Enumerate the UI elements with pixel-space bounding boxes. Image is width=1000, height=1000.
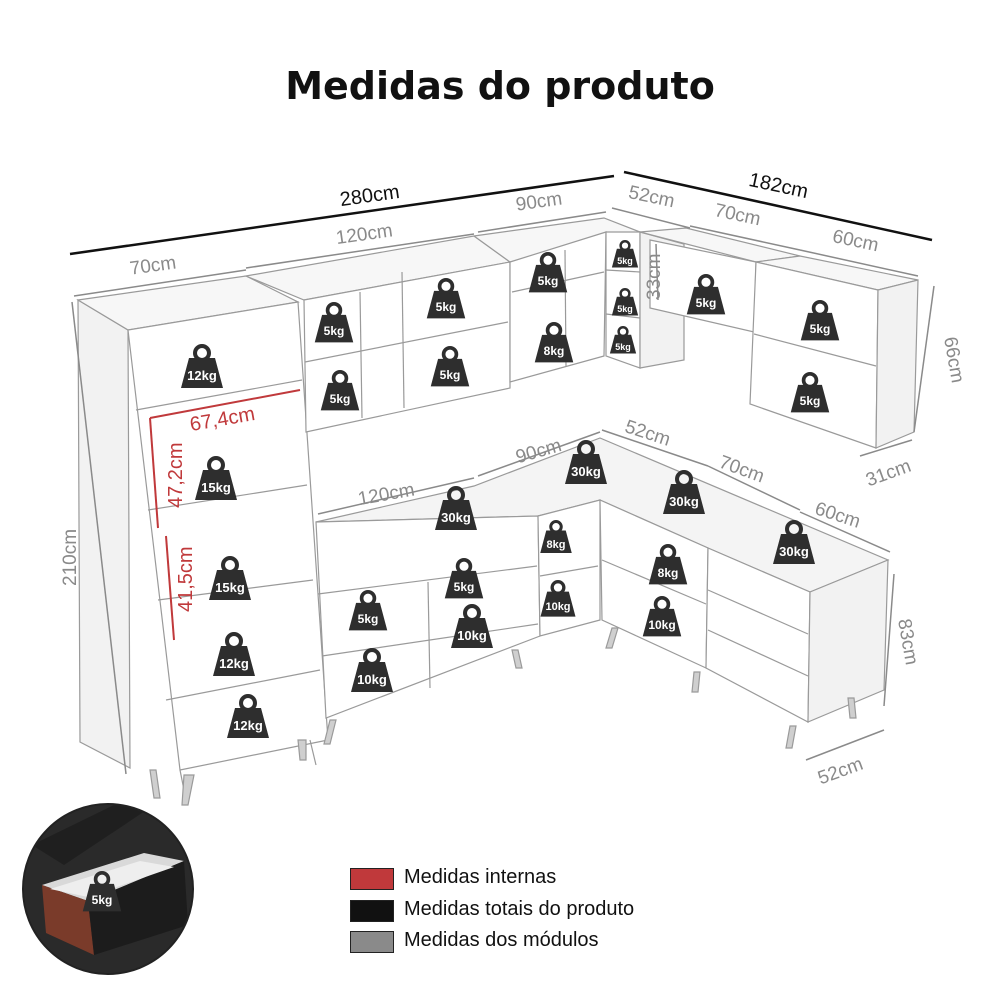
weight-badge-upper-d1: 5kg	[610, 240, 640, 269]
svg-text:5kg: 5kg	[440, 368, 461, 382]
weight-badge-upper-d3: 5kg	[608, 326, 638, 355]
weight-badge-lower-b1: 8kg	[538, 520, 574, 555]
module-dimension-lines	[71, 207, 935, 775]
svg-text:30kg: 30kg	[779, 544, 809, 559]
weight-badge-upper-b1: 5kg	[424, 278, 468, 321]
svg-text:12kg: 12kg	[233, 718, 263, 733]
weight-badge-tower-4: 12kg	[211, 632, 257, 678]
svg-text:10kg: 10kg	[457, 628, 487, 643]
lower-60-width-label: 60cm	[812, 498, 863, 532]
svg-text:10kg: 10kg	[357, 672, 387, 687]
weight-badge-lower-top-4: 30kg	[771, 520, 817, 566]
weight-badge-lower-c1: 8kg	[646, 544, 690, 587]
svg-text:5kg: 5kg	[696, 296, 717, 310]
legend-swatch-internal	[350, 868, 394, 890]
drawer-detail-inset: 5kg	[22, 803, 194, 975]
upper-corner-width-label: 90cm	[515, 188, 564, 215]
weight-badge-lower-a1: 5kg	[346, 590, 390, 633]
weight-badges: 12kg 15kg 15kg 12kg 12kg 5kg 5kg 5kg 5kg…	[179, 240, 842, 740]
weight-badge-lower-a4: 10kg	[449, 604, 495, 650]
internal-height-1-label: 47,2cm	[165, 442, 187, 508]
svg-text:8kg: 8kg	[547, 539, 566, 551]
drawer-illustration: 5kg	[24, 805, 192, 973]
total-side-label: 182cm	[747, 169, 810, 203]
weight-badge-lower-c2: 10kg	[640, 596, 684, 639]
weight-badge-upper-f2: 5kg	[788, 372, 832, 415]
left-tower-width-label: 70cm	[129, 252, 178, 279]
svg-text:5kg: 5kg	[810, 322, 831, 336]
upper-70-width-label: 70cm	[713, 200, 763, 230]
lower-depth-label: 52cm	[815, 754, 866, 790]
svg-text:5kg: 5kg	[538, 274, 559, 288]
legend-label-internal: Medidas internas	[404, 866, 557, 888]
weight-badge-lower-a3: 10kg	[349, 648, 395, 694]
weight-badge-upper-d2: 5kg	[610, 288, 640, 317]
svg-text:5kg: 5kg	[454, 580, 475, 594]
furniture-structure	[76, 217, 919, 806]
svg-text:10kg: 10kg	[545, 601, 570, 613]
upper-small-width-label: 52cm	[627, 182, 677, 212]
weight-badge-upper-c2: 8kg	[532, 322, 576, 365]
legend-label-total: Medidas totais do produto	[404, 898, 635, 920]
lower-middle-cabinet	[315, 515, 541, 719]
svg-text:5kg: 5kg	[615, 342, 631, 352]
upper-60-width-label: 60cm	[831, 226, 881, 256]
weight-badge-upper-b2: 5kg	[428, 346, 472, 389]
lower-height-label: 83cm	[893, 617, 922, 666]
internal-height-2-label: 41,5cm	[175, 546, 197, 612]
svg-text:5kg: 5kg	[800, 394, 821, 408]
weight-badge-tower-3: 15kg	[207, 556, 253, 602]
weight-badge-upper-a2: 5kg	[318, 370, 362, 413]
tower-side	[77, 298, 131, 769]
svg-text:5kg: 5kg	[358, 612, 379, 626]
drawer-weight-label: 5kg	[92, 893, 113, 907]
weight-badge-lower-b2: 10kg	[538, 580, 578, 619]
svg-text:12kg: 12kg	[187, 368, 217, 383]
weight-badge-upper-c1: 5kg	[526, 252, 570, 295]
weight-badge-lower-top-1: 30kg	[433, 486, 479, 532]
svg-text:15kg: 15kg	[201, 480, 231, 495]
svg-text:5kg: 5kg	[617, 256, 633, 266]
upper-middle-width-label: 120cm	[335, 220, 394, 249]
svg-text:15kg: 15kg	[215, 580, 245, 595]
svg-text:8kg: 8kg	[658, 566, 679, 580]
weight-badge-lower-top-3: 30kg	[661, 470, 707, 516]
total-dimension-lines	[69, 170, 933, 256]
legend-swatch-module	[350, 931, 394, 953]
tower-front	[127, 301, 329, 771]
svg-text:30kg: 30kg	[441, 510, 471, 525]
legend-swatch-total	[350, 900, 394, 922]
weight-badge-tower-5: 12kg	[225, 694, 271, 740]
tower-height-label: 210cm	[60, 529, 81, 586]
weight-badge-upper-a1: 5kg	[312, 302, 356, 345]
svg-text:5kg: 5kg	[436, 300, 457, 314]
svg-text:8kg: 8kg	[544, 344, 565, 358]
legend-label-module: Medidas dos módulos	[404, 929, 599, 951]
page-title: Medidas do produto	[285, 64, 715, 108]
svg-text:30kg: 30kg	[571, 464, 601, 479]
upper-height-label: 66cm	[939, 335, 968, 384]
svg-text:12kg: 12kg	[219, 656, 249, 671]
svg-text:5kg: 5kg	[617, 304, 633, 314]
weight-badge-lower-top-2: 30kg	[563, 440, 609, 486]
weight-badge-upper-f1: 5kg	[798, 300, 842, 343]
weight-badge-lower-a2: 5kg	[442, 558, 486, 601]
svg-text:5kg: 5kg	[324, 324, 345, 338]
total-width-label: 280cm	[338, 181, 401, 211]
svg-text:10kg: 10kg	[648, 618, 675, 632]
svg-text:5kg: 5kg	[330, 392, 351, 406]
weight-badge-tower-1: 12kg	[179, 344, 225, 390]
svg-text:30kg: 30kg	[669, 494, 699, 509]
internal-dimension-lines	[149, 389, 301, 641]
weight-badge-upper-e1: 5kg	[684, 274, 728, 317]
upper-depth-label: 31cm	[863, 456, 914, 492]
upper-small-height-label: 33cm	[644, 254, 665, 300]
weight-badge-tower-2: 15kg	[193, 456, 239, 502]
